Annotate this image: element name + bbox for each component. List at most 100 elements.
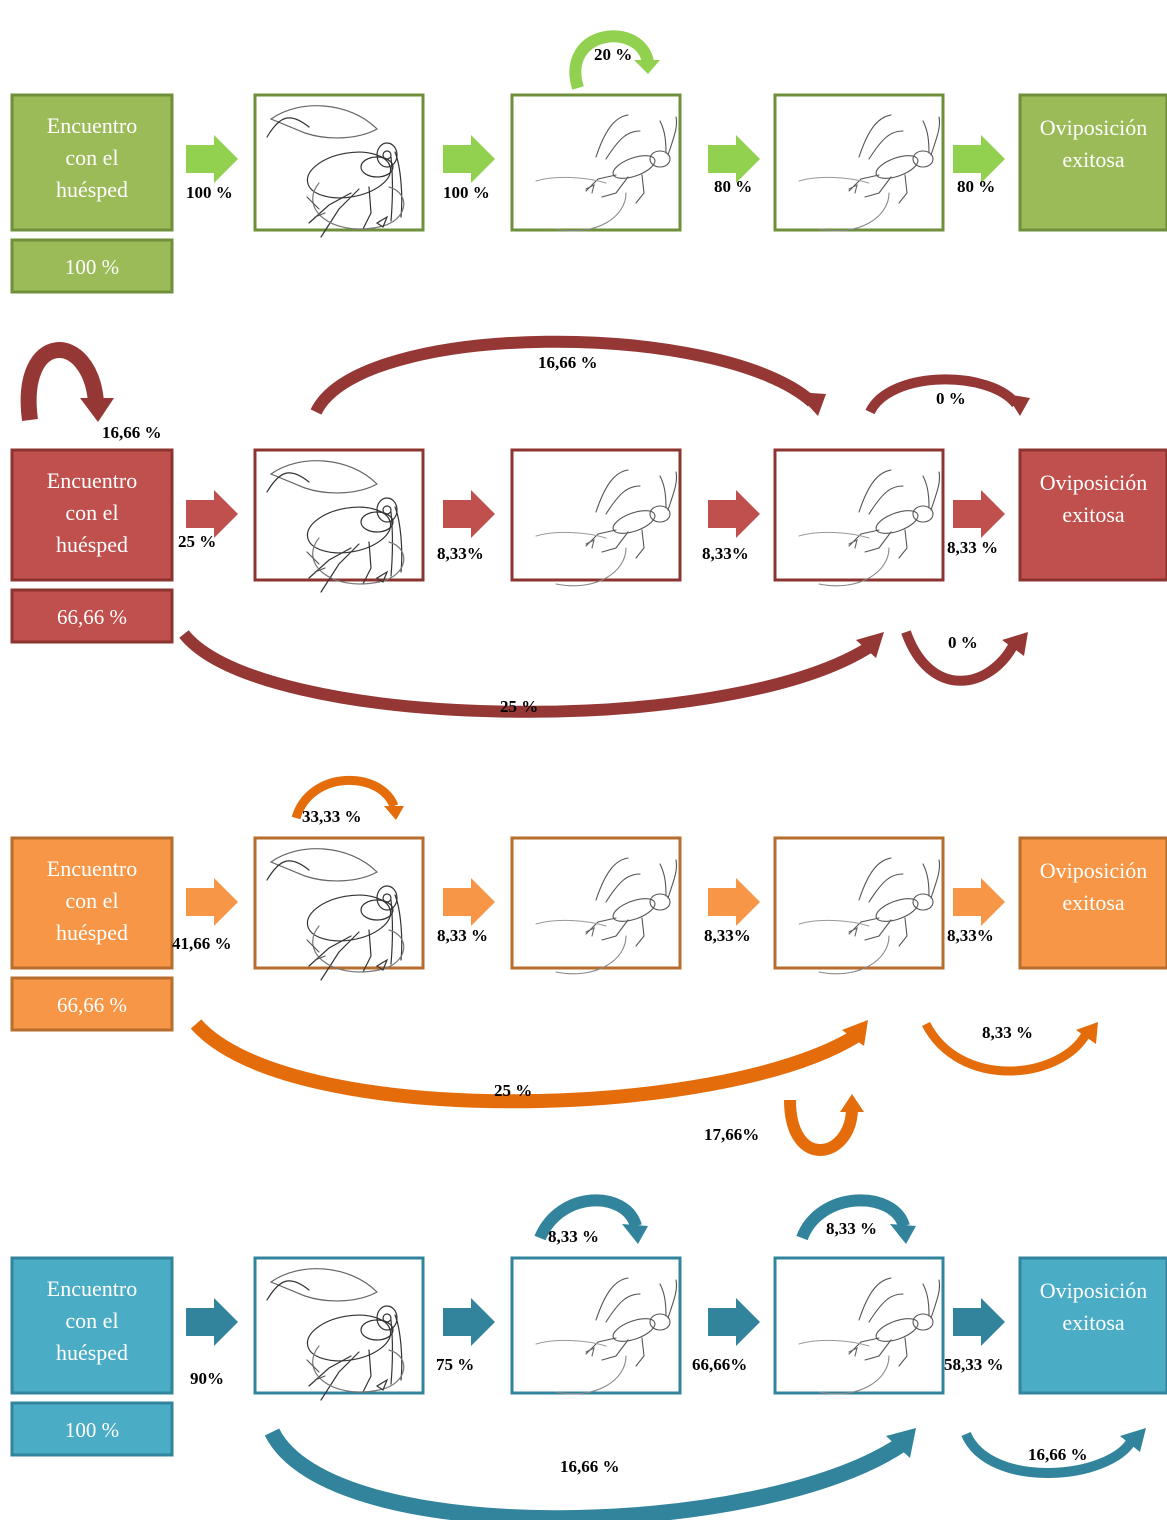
bypass-arrow-head (1002, 632, 1028, 656)
loop-arrow-head (890, 1224, 916, 1244)
start-box (10, 1256, 174, 1395)
flow-arrow-2 (443, 878, 495, 926)
flow-arrow-1 (186, 878, 238, 926)
total-percentage: 66,66 % (57, 605, 127, 629)
start-box-label: huésped (56, 920, 128, 945)
total-percentage: 66,66 % (57, 993, 127, 1017)
bypass-arrow (901, 630, 1019, 686)
step-percentage: 66,66% (692, 1355, 747, 1374)
end-box (1018, 448, 1167, 582)
flow-arrow-4 (953, 135, 1005, 183)
end-box-label: Oviposición (1040, 115, 1148, 140)
loop-percentage: 20 % (594, 45, 632, 64)
flow-arrow-3 (708, 135, 760, 183)
loop-arrow-head (80, 398, 114, 422)
stage-box-1 (253, 836, 425, 970)
end-box-label: exitosa (1062, 502, 1125, 527)
curve-percentage: 16,66 % (560, 1457, 620, 1476)
total-box (10, 588, 174, 644)
start-box (10, 93, 174, 232)
stage-box-2 (510, 1256, 682, 1395)
step-percentage: 8,33 % (947, 538, 998, 557)
start-box (10, 836, 174, 970)
bypass-arrow-head (842, 1020, 868, 1046)
bypass-arrow-head (856, 632, 884, 658)
bypass-arrow-head (1076, 1022, 1098, 1044)
curve-percentage: 25 % (500, 697, 538, 716)
step-percentage: 80 % (957, 177, 995, 196)
bypass-arrow-head (796, 392, 826, 416)
loop-percentage: 33,33 % (302, 807, 362, 826)
flow-arrow-3 (708, 490, 760, 538)
loop-arrow-head (634, 60, 660, 74)
step-percentage: 80 % (714, 177, 752, 196)
bypass-arrow-head (886, 1428, 916, 1458)
loop-percentage: 16,66 % (102, 423, 162, 442)
end-box-label: Oviposición (1040, 1278, 1148, 1303)
step-percentage: 100 % (186, 183, 233, 202)
total-box (10, 1401, 174, 1457)
step-percentage: 100 % (443, 183, 490, 202)
step-percentage: 8,33 % (437, 926, 488, 945)
end-box-label: exitosa (1062, 147, 1125, 172)
flow-arrow-2 (443, 135, 495, 183)
stage-box-3 (773, 93, 945, 232)
end-box (1018, 836, 1167, 970)
bypass-arrow (961, 1431, 1137, 1478)
end-box (1018, 93, 1167, 232)
bypass-arrow (310, 335, 816, 415)
loop-arrow (796, 1194, 910, 1241)
flow-arrow-3 (708, 1298, 760, 1346)
flow-arrow-4 (953, 878, 1005, 926)
bypass-arrow (190, 1019, 860, 1109)
step-percentage: 58,33 % (944, 1355, 1004, 1374)
total-percentage: 100 % (65, 255, 119, 279)
flow-arrow-1 (186, 1298, 238, 1346)
flow-arrow-1 (186, 135, 238, 183)
start-box-label: huésped (56, 177, 128, 202)
step-percentage: 8,33% (704, 926, 751, 945)
stage-box-2 (510, 836, 682, 970)
stage-box-3 (773, 1256, 945, 1395)
start-box-label: con el (65, 1308, 118, 1333)
loop-arrow (291, 775, 399, 820)
curve-percentage: 17,66% (704, 1125, 759, 1144)
loop-arrow (20, 342, 104, 422)
end-box-label: exitosa (1062, 1310, 1125, 1335)
step-percentage: 75 % (436, 1355, 474, 1374)
flow-arrow-4 (953, 1298, 1005, 1346)
loop-percentage: 0 % (936, 389, 966, 408)
bypass-arrow (264, 1428, 907, 1520)
step-percentage: 8,33% (947, 926, 994, 945)
curve-percentage: 0 % (948, 633, 978, 652)
start-box-label: Encuentro (47, 468, 137, 493)
loop-arrow-head (384, 806, 404, 820)
start-box-label: con el (65, 888, 118, 913)
start-box-label: Encuentro (47, 856, 137, 881)
step-percentage: 41,66 % (172, 934, 232, 953)
total-box (10, 238, 174, 294)
end-box-label: Oviposición (1040, 858, 1148, 883)
start-box (10, 448, 174, 582)
end-box-label: exitosa (1062, 890, 1125, 915)
stage-box-2 (510, 93, 682, 232)
start-box-label: huésped (56, 532, 128, 557)
loop-arrow (534, 1194, 642, 1241)
bypass-arrow (179, 630, 872, 718)
loop-arrow-head (840, 1094, 864, 1112)
step-percentage: 90% (190, 1369, 224, 1388)
curve-percentage: 16,66 % (1028, 1445, 1088, 1464)
bypass-arrow-head (1006, 394, 1030, 416)
stage-box-1 (253, 448, 425, 582)
flow-arrow-2 (443, 1298, 495, 1346)
flow-arrow-4 (953, 490, 1005, 538)
start-box-label: Encuentro (47, 113, 137, 138)
loop-arrow (784, 1099, 858, 1156)
loop-percentage: 8,33 % (548, 1227, 599, 1246)
start-box-label: huésped (56, 1340, 128, 1365)
total-percentage: 100 % (65, 1418, 119, 1442)
curve-percentage: 8,33 % (982, 1023, 1033, 1042)
bypass-arrow (922, 1021, 1090, 1076)
